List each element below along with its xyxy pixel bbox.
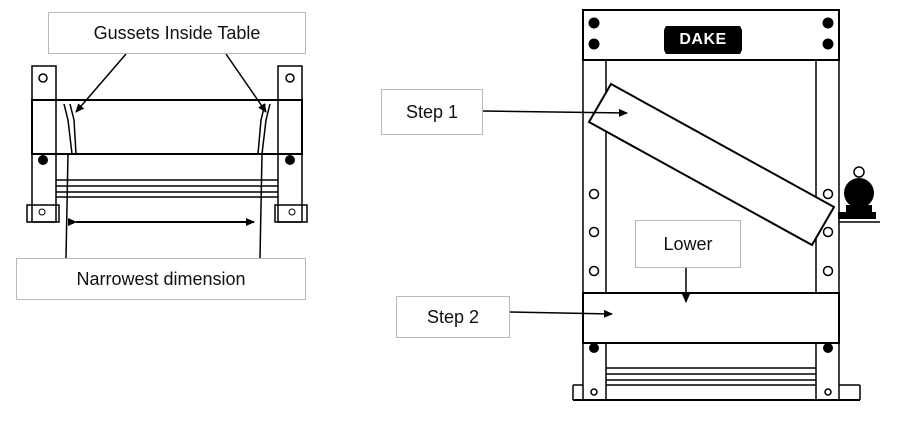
left-post-holes [38,73,296,216]
step1-label: Step 1 [381,89,483,135]
pump-gauge [838,166,880,223]
dake-logo: DAKE [679,31,727,48]
tilted-table [587,82,836,247]
narrowest-dimension-lines [65,153,263,259]
lower-bolts [589,343,833,353]
gussets-label: Gussets Inside Table [48,12,306,54]
gusset-left-pointer [75,53,127,113]
dake-logo-plate [664,26,742,54]
gusset-lines [63,103,271,155]
step2-label: Step 2 [396,296,510,338]
lowered-table [582,292,840,344]
narrowest-dimension-label: Narrowest dimension [16,258,306,300]
press-frame [572,9,861,401]
gusset-right-pointer [225,53,267,113]
upright-holes [588,188,834,396]
step2-pointer [509,309,613,318]
lower-label: Lower [635,220,741,268]
crosshead-bolts [588,17,834,50]
left-table-frame [26,65,308,223]
step1-pointer [482,108,628,117]
